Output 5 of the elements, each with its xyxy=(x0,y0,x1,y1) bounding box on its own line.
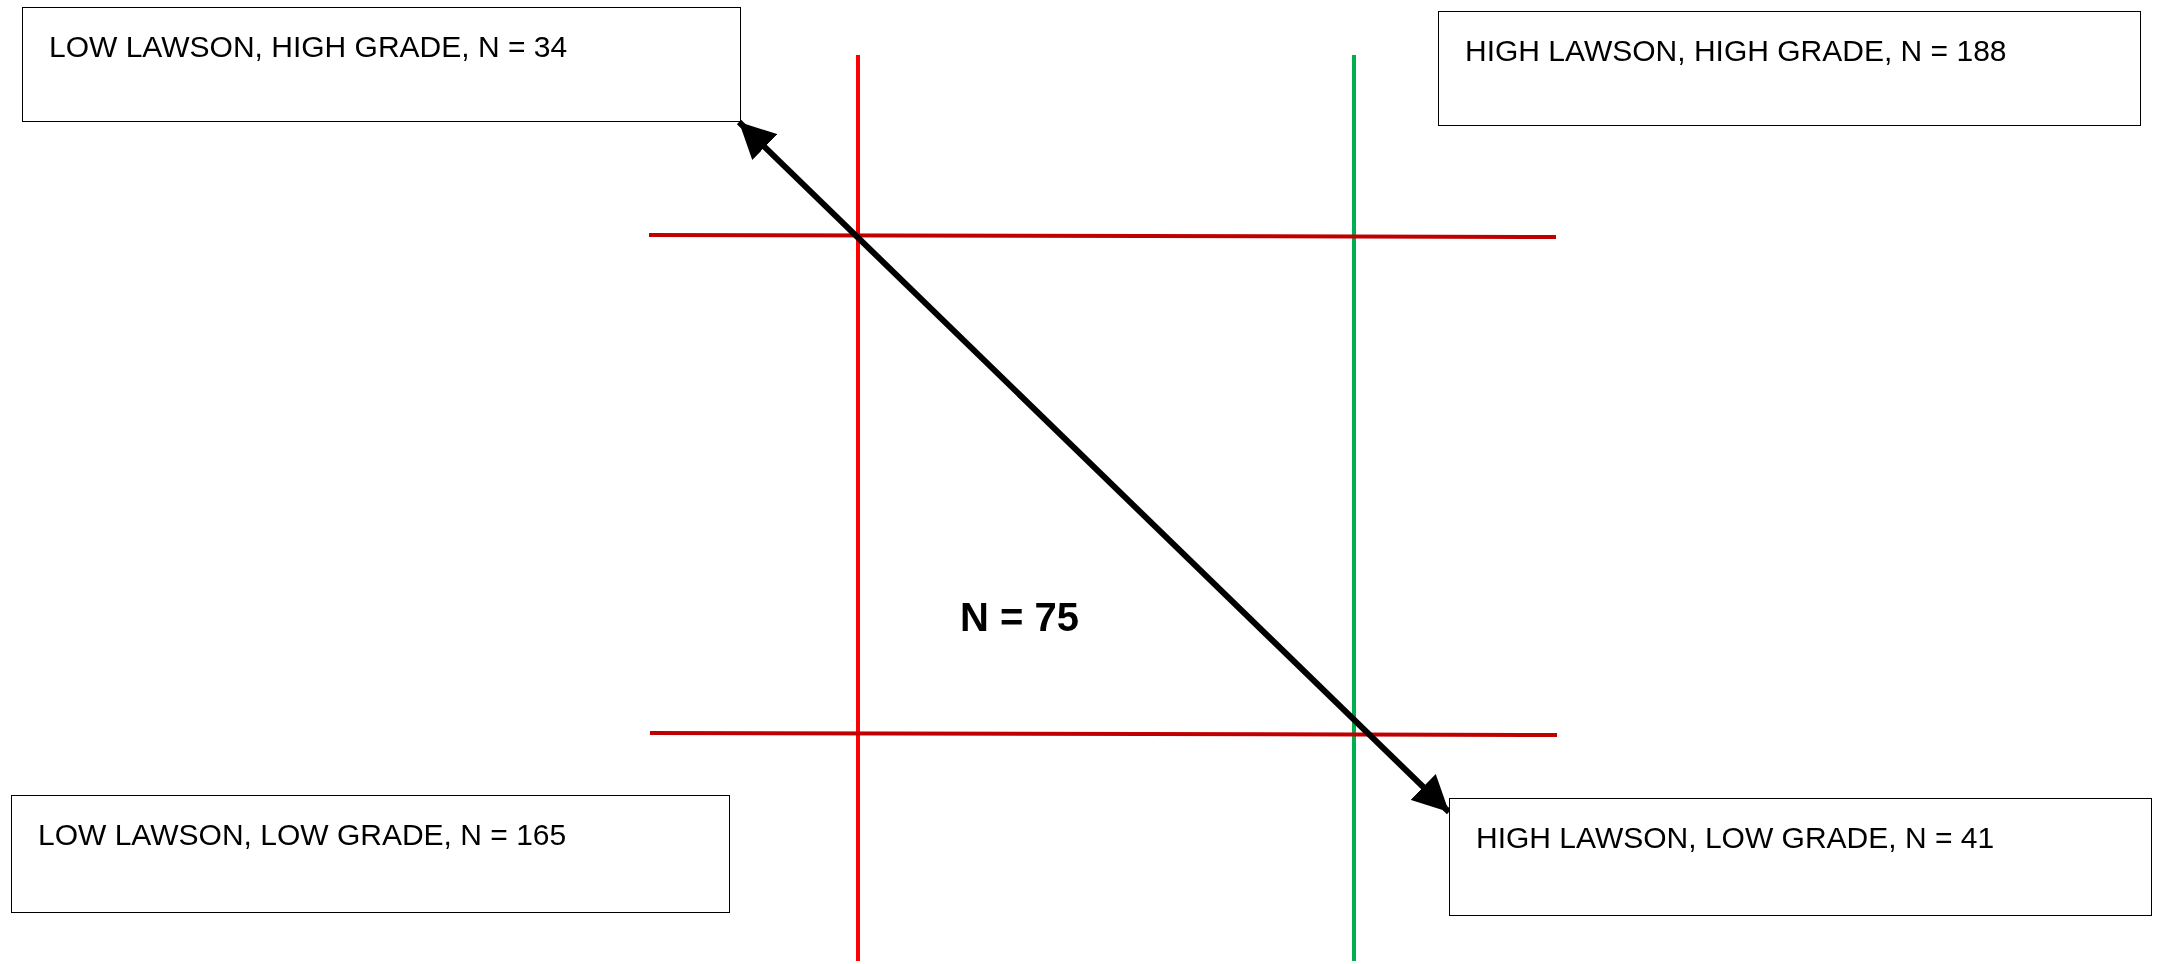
count-label: N = 75 xyxy=(960,595,1079,640)
category-box: LOW LAWSON, LOW GRADE, N = 165 xyxy=(11,795,730,913)
category-box: LOW LAWSON, HIGH GRADE, N = 34 xyxy=(22,7,741,122)
category-box: HIGH LAWSON, HIGH GRADE, N = 188 xyxy=(1438,11,2141,126)
category-box: HIGH LAWSON, LOW GRADE, N = 41 xyxy=(1449,798,2152,916)
